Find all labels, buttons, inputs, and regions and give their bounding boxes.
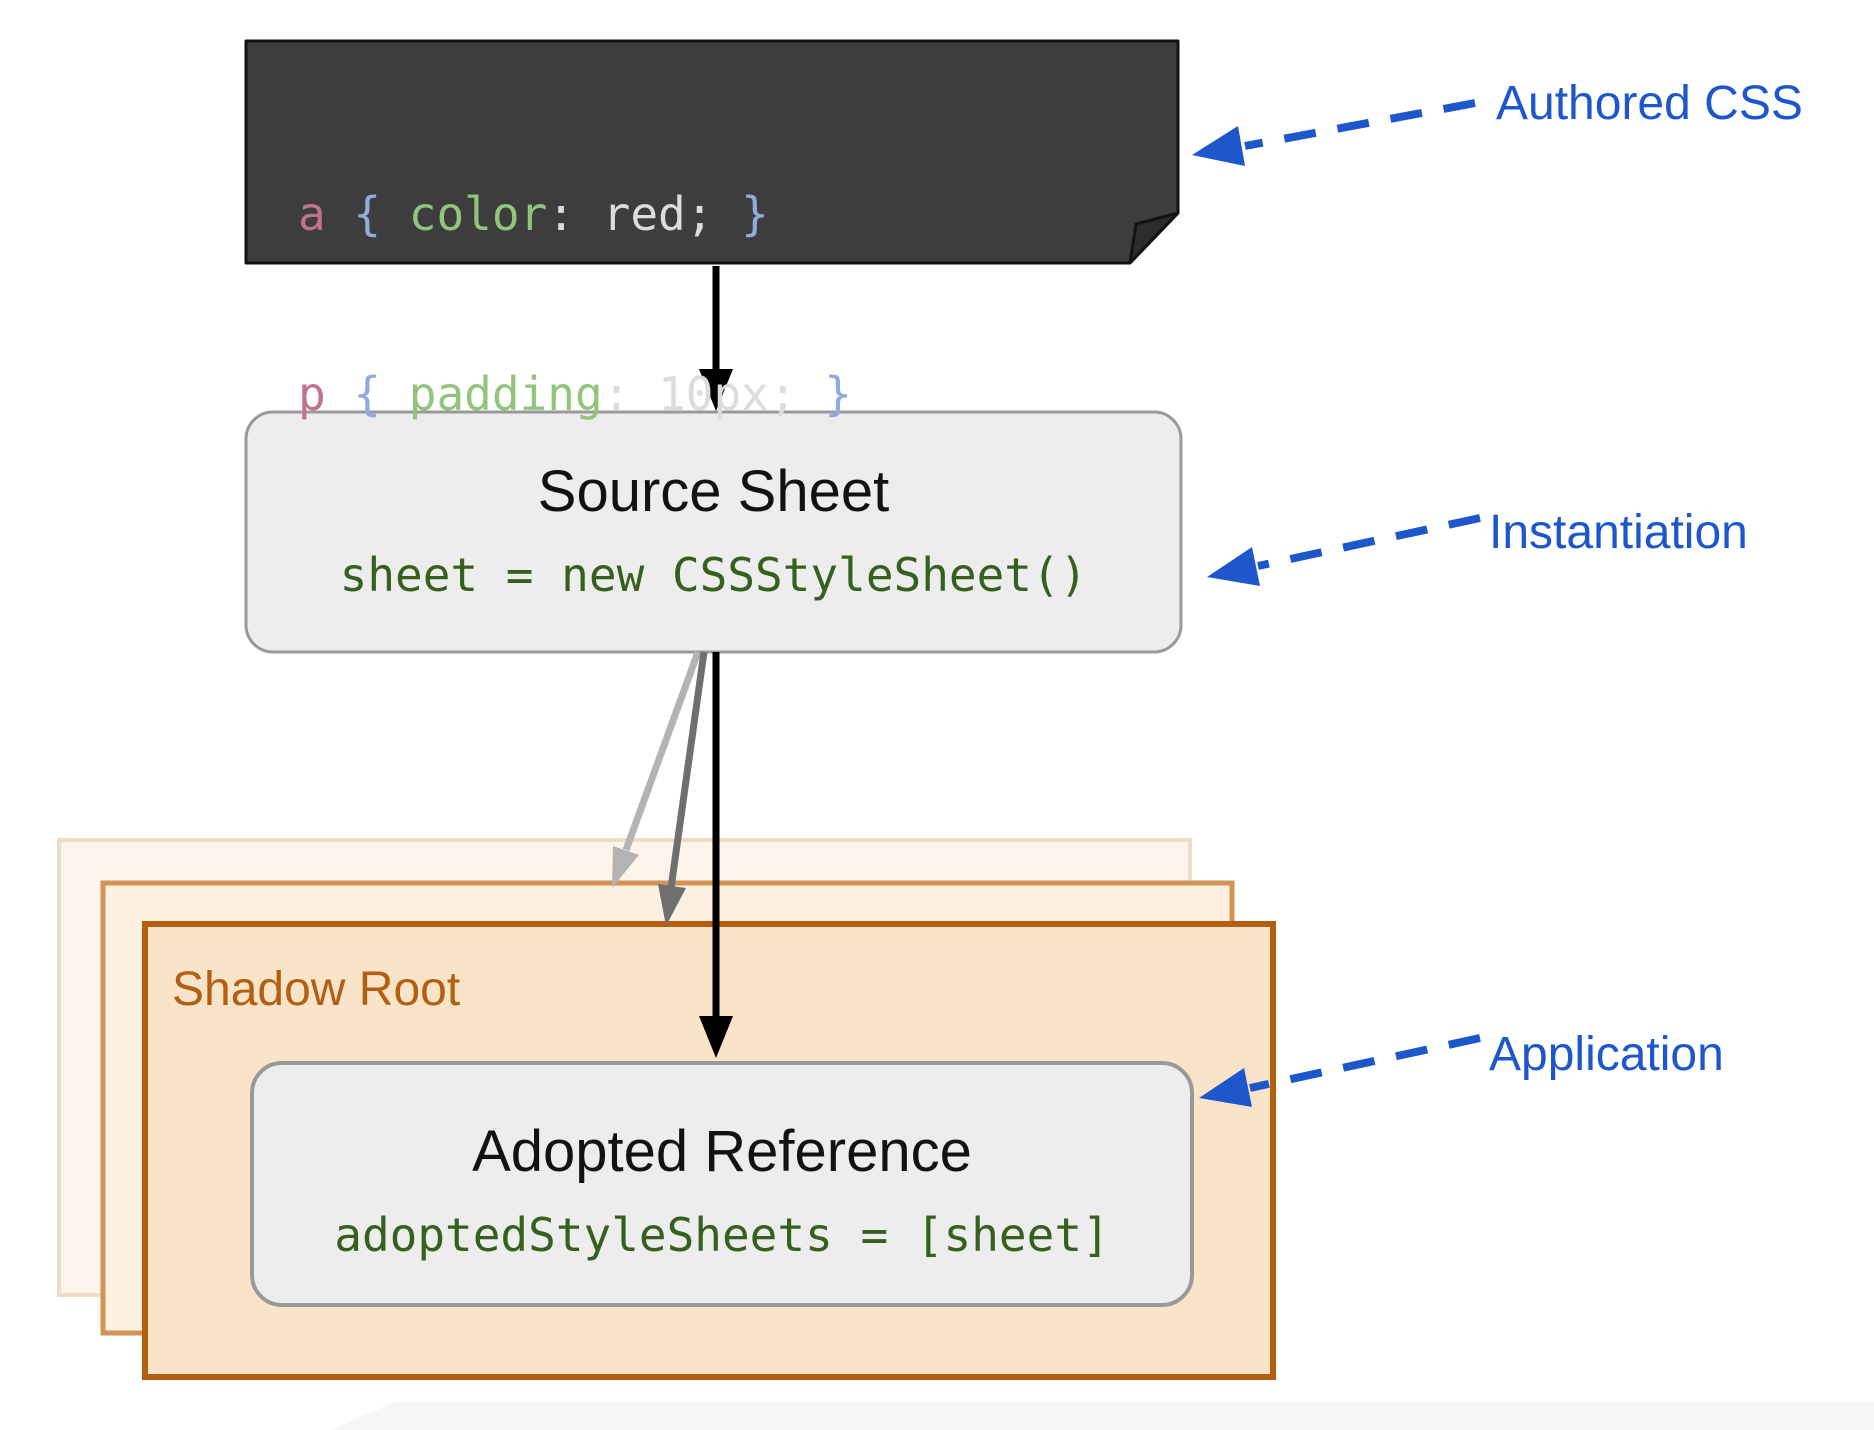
css-property: padding bbox=[408, 367, 603, 421]
authored-css-code: a { color: red; } p { padding: 10px; } bbox=[298, 64, 852, 544]
callout-arrowhead-instantiation bbox=[1207, 547, 1260, 586]
css-value: red; bbox=[602, 187, 714, 241]
source-sheet-title: Source Sheet bbox=[537, 459, 890, 524]
fan-arrowhead-mid-gray bbox=[658, 884, 686, 926]
source-sheet-code: sheet = new CSSStyleSheet() bbox=[339, 548, 1088, 602]
callout-arrow-application bbox=[1249, 1034, 1481, 1092]
callout-label-authored-css: Authored CSS bbox=[1496, 77, 1803, 130]
css-open-brace: { bbox=[325, 187, 409, 241]
page-shadow bbox=[330, 1402, 1874, 1430]
shadow-root-label: Shadow Root bbox=[172, 963, 461, 1016]
fan-arrowhead-light-gray bbox=[612, 846, 639, 888]
callout-label-application: Application bbox=[1489, 1028, 1724, 1081]
callout-arrowhead-application bbox=[1199, 1068, 1252, 1107]
css-value: 10px; bbox=[658, 367, 797, 421]
css-property: color bbox=[408, 187, 548, 241]
flow-arrowhead-authored-to-source bbox=[699, 369, 733, 411]
callout-arrowhead-authored bbox=[1192, 126, 1245, 166]
flow-arrowhead-source-to-adopted bbox=[699, 1016, 733, 1058]
note-fold-icon bbox=[1128, 211, 1180, 265]
callout-arrow-authored bbox=[1244, 99, 1476, 150]
fan-arrow-mid-gray bbox=[667, 651, 708, 889]
css-colon: : bbox=[602, 367, 659, 421]
adopted-reference-box bbox=[250, 1061, 1194, 1307]
css-open-brace: { bbox=[325, 367, 409, 421]
callout-label-instantiation: Instantiation bbox=[1489, 506, 1748, 559]
fan-arrow-light-gray bbox=[622, 650, 702, 852]
adopted-reference-title: Adopted Reference bbox=[472, 1119, 972, 1184]
adopted-reference-code: adoptedStyleSheets = [sheet] bbox=[334, 1208, 1110, 1262]
css-close-brace: } bbox=[713, 187, 769, 241]
css-rule-line: a { color: red; } bbox=[298, 184, 852, 244]
css-colon: : bbox=[547, 187, 603, 241]
css-selector: p bbox=[298, 367, 326, 421]
callout-arrow-instantiation bbox=[1257, 514, 1481, 570]
css-close-brace: } bbox=[796, 367, 852, 421]
css-selector: a bbox=[298, 187, 326, 241]
css-rule-line: p { padding: 10px; } bbox=[298, 364, 852, 424]
